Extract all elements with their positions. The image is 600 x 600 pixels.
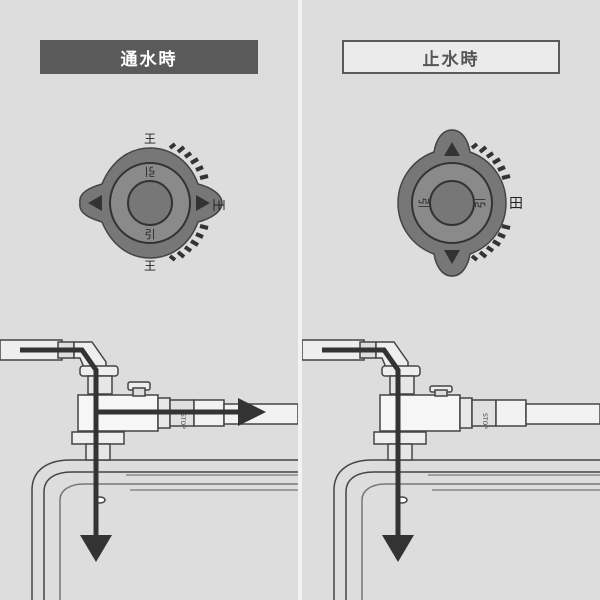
stopper-label: STOP [481,413,488,429]
panel-title-flowing: 通水時 [40,40,258,74]
valve-knob-flowing: 引 引 王 王 王 [79,132,225,273]
flow-arrow-down-icon [80,535,112,562]
rotation-scale-icon [470,142,511,262]
scale-mark-right: 王 [210,198,225,211]
scale-mark-top: 王 [144,132,156,146]
knob-mark-right: 引 [473,198,487,209]
arrow-up-icon [444,142,460,156]
flow-arrow-right-icon [238,398,266,426]
valve-knob-stopped: 引 引 田 [397,129,523,277]
arrow-down-icon [444,250,460,264]
rotation-scale-icon [168,142,209,262]
panel-divider [298,0,302,600]
arrow-left-icon [88,195,102,211]
stopped-diagram: 引 引 田 STOP [302,129,600,600]
panel-title-stopped: 止水時 [342,40,560,74]
flowing-diagram: 引 引 王 王 王 [0,132,298,600]
faucet-assembly-flowing: STOP [0,339,298,600]
panel-water-flowing: 通水時 引 引 王 王 王 [0,0,298,600]
scale-mark-bottom: 王 [144,259,156,273]
water-flow-arrows-flowing [20,347,266,562]
stopper-label: STOP [179,413,186,429]
knob-mark-left: 引 [417,198,431,209]
faucet-assembly-stopped: STOP [302,339,600,600]
water-flow-arrows-stopped [322,347,414,562]
scale-mark-open: 田 [509,196,523,212]
flow-arrow-down-icon [382,535,414,562]
arrow-right-icon [196,195,210,211]
knob-mark-bottom: 引 [145,227,156,241]
panel-water-stopped: 止水時 引 引 田 [302,0,600,600]
knob-mark-top: 引 [145,165,156,179]
